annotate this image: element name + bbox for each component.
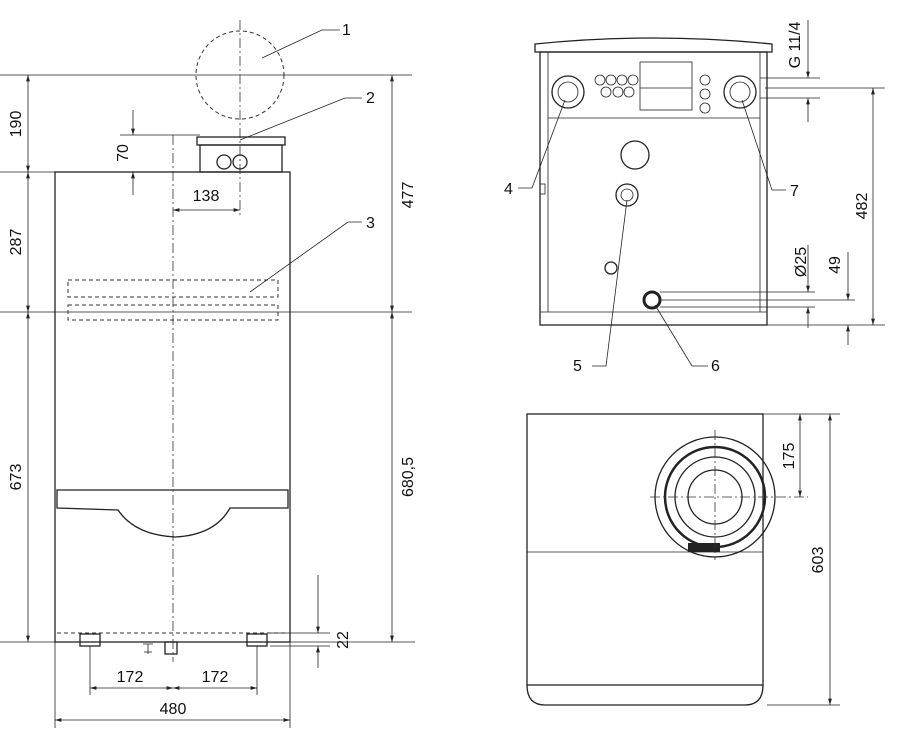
dim-190: 190 bbox=[8, 111, 25, 138]
dim-482: 482 bbox=[854, 193, 871, 220]
dim-70: 70 bbox=[115, 144, 132, 162]
dim-diameter-25: Ø25 bbox=[793, 247, 810, 277]
callout-4: 4 bbox=[504, 181, 513, 198]
callout-5: 5 bbox=[573, 358, 582, 375]
dim-g-thread: G 11/4 bbox=[787, 21, 804, 68]
callout-6: 6 bbox=[711, 358, 720, 375]
dim-22: 22 bbox=[335, 631, 352, 649]
flue-adapter bbox=[196, 136, 286, 146]
dim-138: 138 bbox=[193, 188, 220, 205]
dim-172-right: 172 bbox=[202, 669, 229, 686]
front-view: 190 287 673 70 138 477 680,5 22 172 172 … bbox=[0, 20, 417, 728]
front-panel-recess bbox=[56, 489, 289, 538]
top-view: 175 603 bbox=[526, 413, 840, 706]
top-body bbox=[526, 413, 764, 686]
dim-603: 603 bbox=[810, 547, 827, 574]
dim-175: 175 bbox=[781, 443, 798, 470]
callout-2: 2 bbox=[366, 90, 375, 107]
dim-172-left: 172 bbox=[117, 669, 144, 686]
callout-3: 3 bbox=[366, 215, 375, 232]
rear-body bbox=[539, 51, 768, 326]
dim-673: 673 bbox=[8, 464, 25, 491]
boiler-body bbox=[54, 171, 291, 643]
callout-1: 1 bbox=[342, 22, 351, 39]
mounting-bracket bbox=[67, 279, 279, 298]
dim-680-5: 680,5 bbox=[400, 457, 417, 497]
dim-49: 49 bbox=[827, 256, 844, 274]
rear-view: G 11/4 482 Ø25 49 4 5 6 7 bbox=[504, 20, 885, 375]
dim-477: 477 bbox=[400, 182, 417, 209]
dim-287: 287 bbox=[8, 229, 25, 256]
callout-7: 7 bbox=[790, 183, 799, 200]
dim-480: 480 bbox=[160, 701, 187, 718]
